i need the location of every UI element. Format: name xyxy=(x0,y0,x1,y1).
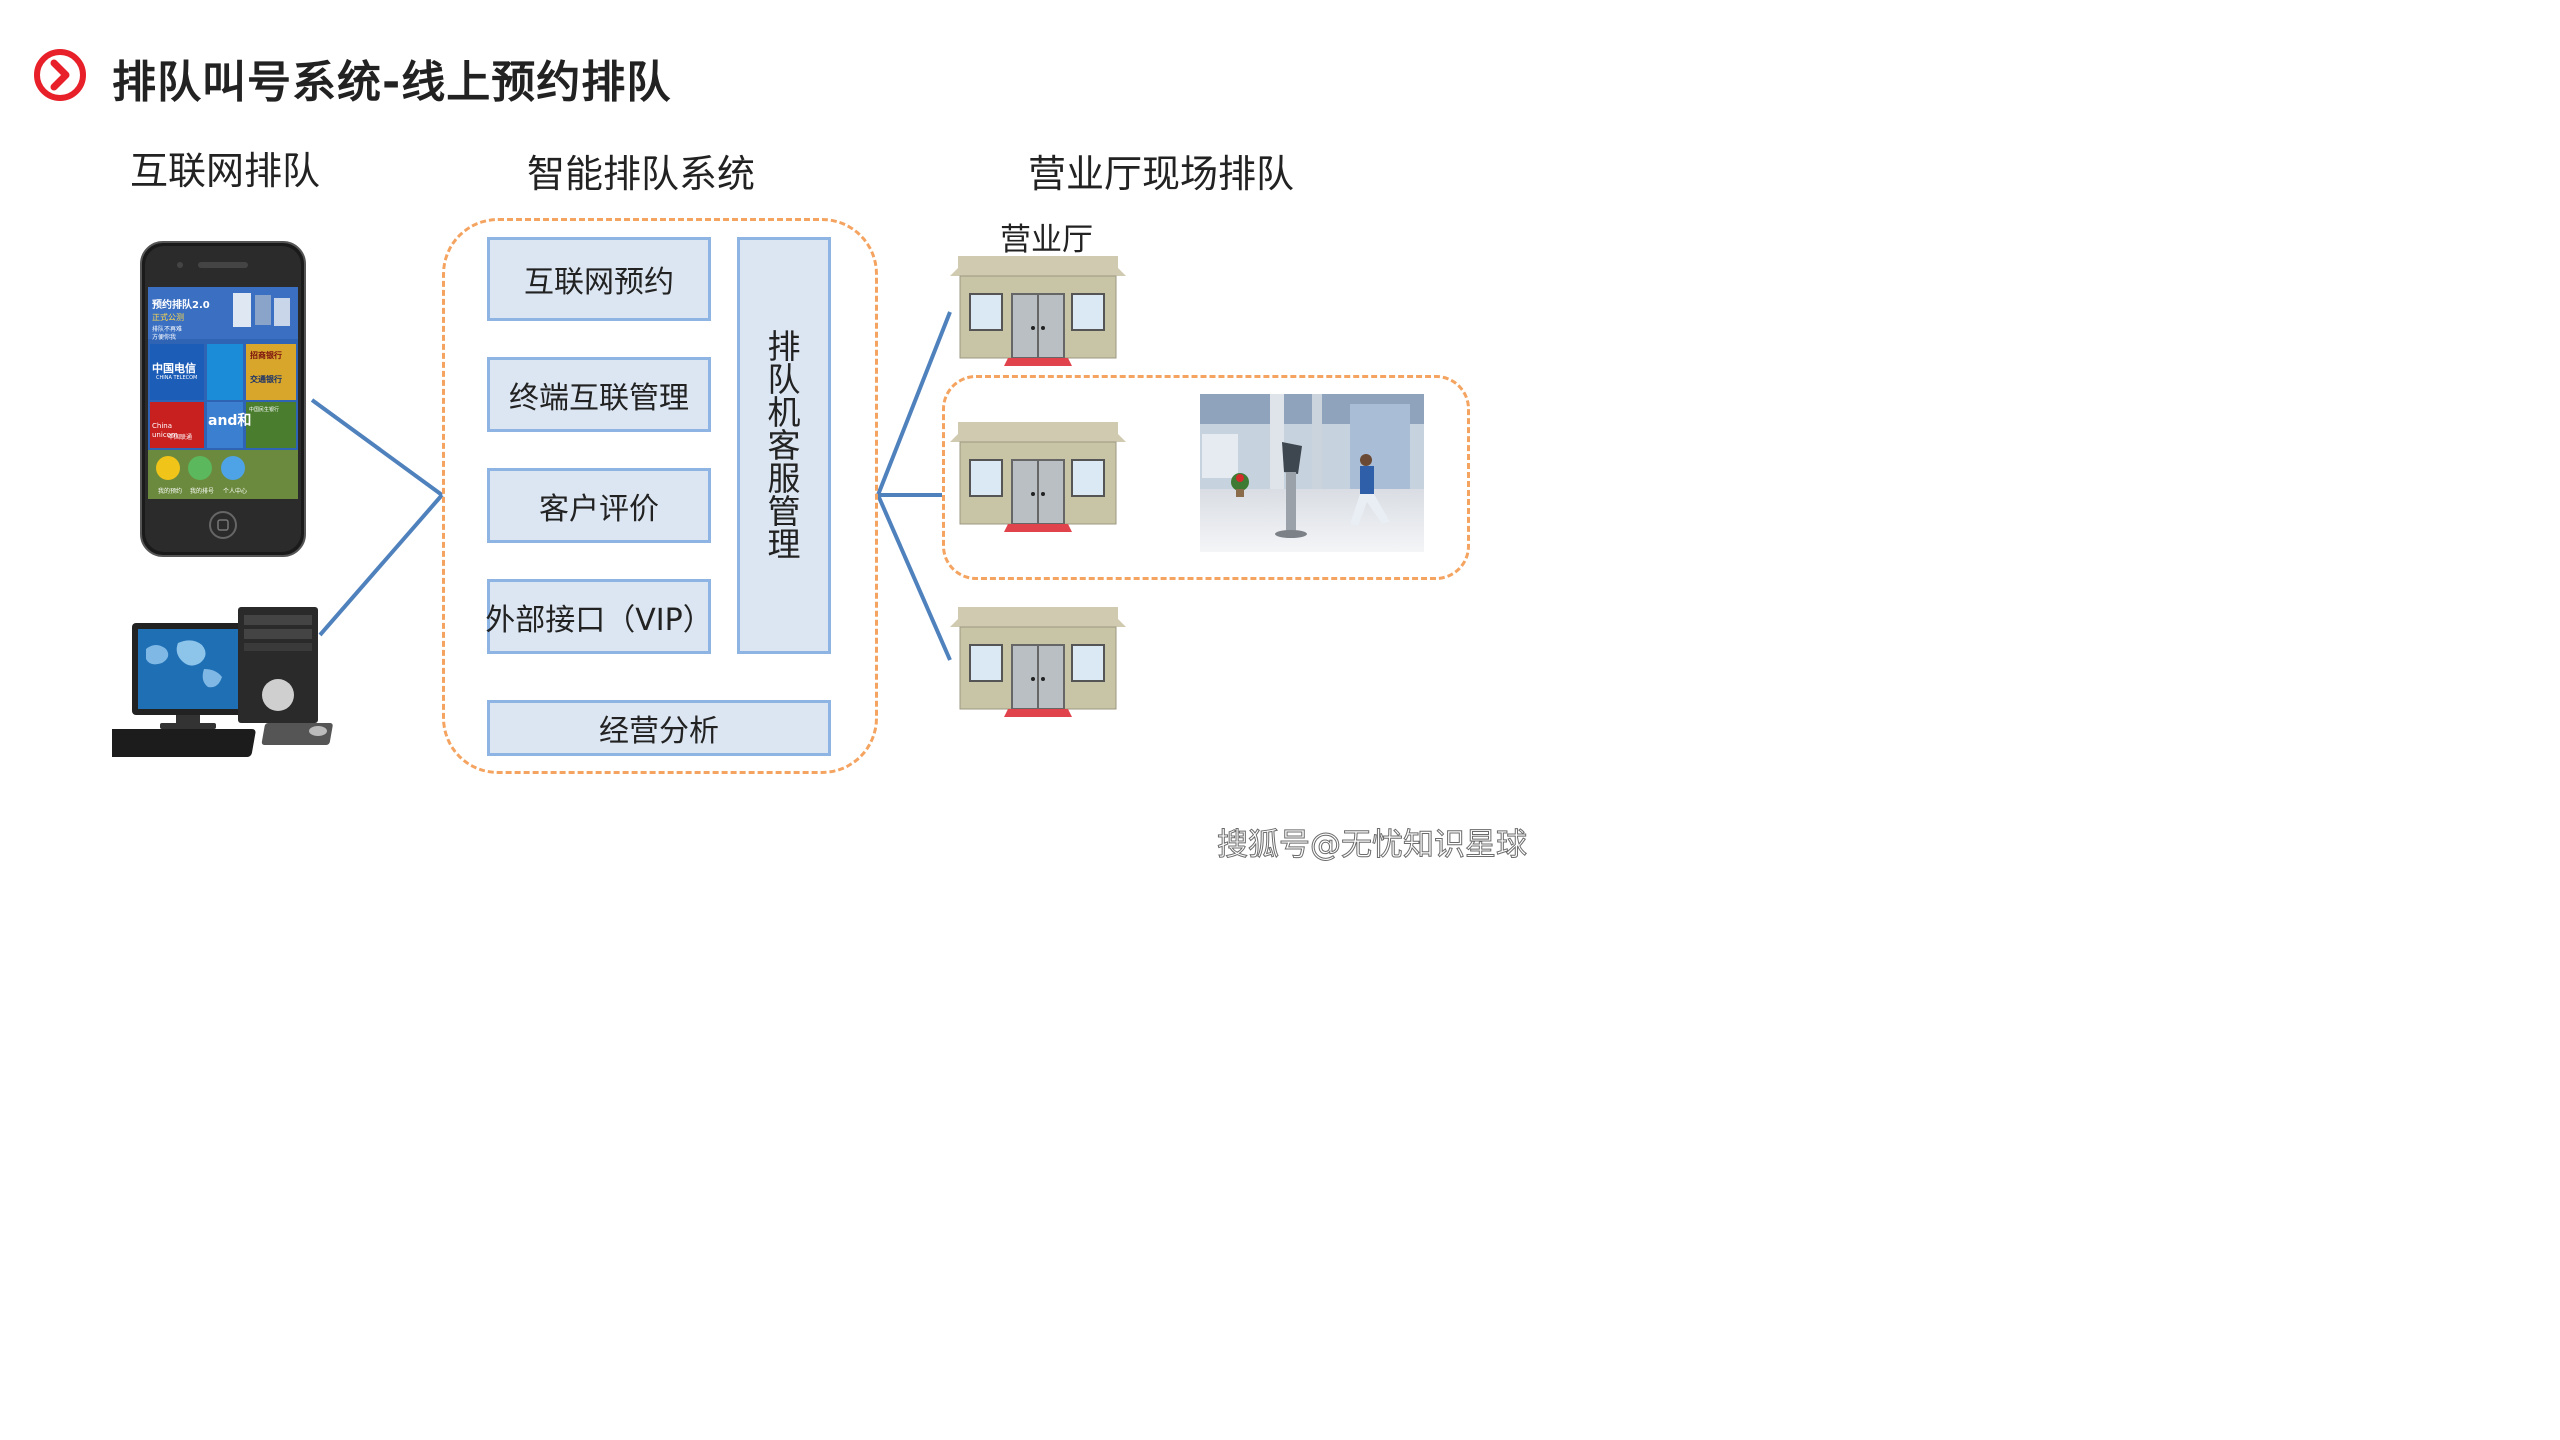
phone-banner-line2: 方便你我 xyxy=(152,334,177,341)
phone-banner-line1: 排队不再难 xyxy=(152,326,183,333)
phone-nav-3: 个人中心 xyxy=(223,488,248,495)
module-kiosk-mgmt-label: 排队机客服管理 xyxy=(767,327,801,564)
desktop-computer-image xyxy=(91,605,360,765)
smartphone-image: 预约排队2.0 正式公测 排队不再难 方便你我 中国电信 CHINA TELEC… xyxy=(138,240,308,558)
connector-lines xyxy=(310,311,952,661)
hall-building-3 xyxy=(950,607,1126,719)
column-heading-hall: 营业厅现场排队 xyxy=(1028,152,1295,196)
module-terminal: 终端互联管理 xyxy=(487,357,711,432)
phone-tile-telecom: 中国电信 xyxy=(152,362,196,375)
module-internet-booking: 互联网预约 xyxy=(487,237,711,321)
phone-tile-cmb: 招商银行 xyxy=(250,351,282,360)
watermark: 搜狐号@无忧知识星球 xyxy=(1217,827,1528,864)
phone-nav-2: 我的排号 xyxy=(190,488,215,495)
hall-label: 营业厅 xyxy=(1000,222,1093,258)
hall-highlight-container xyxy=(942,375,1470,580)
phone-tile-and: and和 xyxy=(208,413,252,429)
smart-system-container xyxy=(442,218,878,774)
phone-tile-bocom: 交通银行 xyxy=(250,375,282,384)
column-heading-internet: 互联网排队 xyxy=(130,149,321,193)
phone-tile-unicom-en: China unicom xyxy=(152,422,178,439)
lobby-photo xyxy=(1200,394,1424,552)
phone-tile-cmbc: 中国民生银行 xyxy=(249,407,280,413)
page-title: 排队叫号系统-线上预约排队 xyxy=(112,57,672,108)
phone-banner-title: 预约排队2.0 xyxy=(152,300,210,311)
phone-nav-1: 我的预约 xyxy=(158,488,183,495)
hall-building-2 xyxy=(950,422,1126,534)
column-heading-smart: 智能排队系统 xyxy=(527,152,756,196)
module-analysis: 经营分析 xyxy=(487,700,831,756)
module-vip: 外部接口（VIP） xyxy=(485,579,713,654)
phone-tile-telecom-en: CHINA TELECOM xyxy=(156,375,198,381)
module-evaluation: 客户评价 xyxy=(487,468,711,543)
title-icon xyxy=(34,49,86,101)
phone-banner-sub: 正式公测 xyxy=(152,313,184,322)
module-kiosk-mgmt: 排队机客服管理 xyxy=(737,237,831,654)
phone-tile-unicom: 中国联通 xyxy=(168,434,193,441)
hall-building-1 xyxy=(950,256,1126,368)
